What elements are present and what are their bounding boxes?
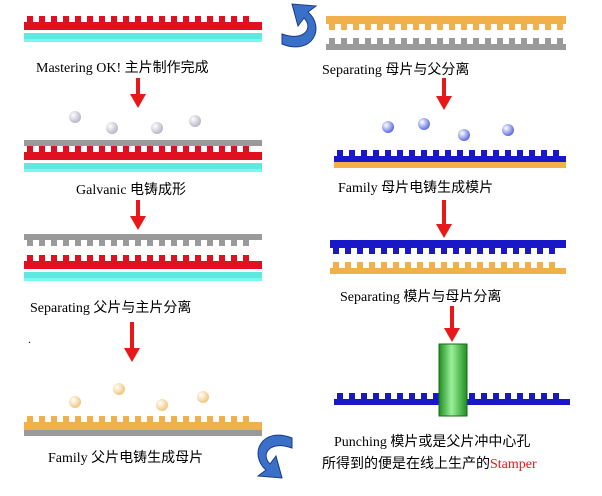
step-8-label-line1: Punching 模片或是父片冲中心孔 bbox=[334, 435, 531, 450]
metal-ion-2 bbox=[151, 122, 163, 134]
cycle-arrow-bottom bbox=[256, 434, 293, 479]
metal-ion-1 bbox=[106, 122, 118, 134]
master-red-layer-3 bbox=[24, 255, 262, 269]
mother-orange-layer-4 bbox=[24, 416, 262, 430]
arrow-5-head bbox=[436, 96, 452, 110]
blue-ion-1 bbox=[418, 118, 430, 130]
stray-mark: . bbox=[28, 332, 31, 346]
blue-ion-3 bbox=[502, 124, 514, 136]
orange-ion-0 bbox=[113, 383, 125, 395]
glass-substrate-1-bottom bbox=[24, 39, 262, 42]
glass-substrate-1-top bbox=[24, 30, 262, 33]
blue-ion-2 bbox=[458, 129, 470, 141]
arrow-3-head bbox=[124, 348, 140, 362]
father-gray-layer-2 bbox=[24, 140, 262, 146]
punch-tool bbox=[439, 344, 467, 416]
arrow-6-head bbox=[436, 224, 452, 238]
step-6-label: Family 母片电铸生成模片 bbox=[338, 181, 494, 196]
punch-tool-outline bbox=[438, 343, 468, 417]
glass-substrate-2-top bbox=[24, 160, 262, 163]
mother-orange-layer-7 bbox=[330, 262, 566, 274]
stamper-blue-layer-6 bbox=[334, 150, 566, 162]
glass-substrate-3 bbox=[24, 272, 262, 278]
glass-substrate-3-bottom bbox=[24, 278, 262, 281]
stamper-highlight: Stamper bbox=[490, 457, 537, 472]
step-8-label-line2: 所得到的便是在线上生产的Stamper bbox=[322, 457, 537, 472]
arrow-2-head bbox=[130, 216, 146, 230]
blue-ion-0 bbox=[382, 121, 394, 133]
metal-ion-0 bbox=[69, 111, 81, 123]
stamper-blue-layer-7 bbox=[330, 240, 566, 254]
glass-substrate-3-top bbox=[24, 269, 262, 272]
father-gray-layer-4 bbox=[24, 430, 262, 436]
step-2-label: Galvanic 电铸成形 bbox=[76, 183, 187, 198]
metal-ion-3 bbox=[189, 115, 201, 127]
cycle-arrow-top bbox=[281, 3, 318, 48]
arrow-7-head bbox=[444, 328, 460, 342]
arrow-1-head bbox=[130, 94, 146, 108]
step-3-label: Separating 父片与主片分离 bbox=[30, 301, 192, 316]
mother-orange-layer-5 bbox=[326, 16, 566, 30]
orange-ion-2 bbox=[197, 391, 209, 403]
step-4-label: Family 父片电铸生成母片 bbox=[48, 451, 204, 466]
father-gray-layer-3 bbox=[24, 234, 262, 246]
step-1-label: Mastering OK! 主片制作完成 bbox=[36, 61, 209, 76]
mother-orange-layer-6 bbox=[334, 162, 566, 168]
glass-substrate-1 bbox=[24, 33, 262, 39]
orange-ion-1 bbox=[156, 399, 168, 411]
master-red-layer-2 bbox=[24, 146, 262, 160]
glass-substrate-2-bottom bbox=[24, 169, 262, 172]
step-7-label: Separating 模片与母片分离 bbox=[340, 290, 502, 305]
orange-ion-3 bbox=[69, 396, 81, 408]
father-gray-layer-5 bbox=[326, 38, 566, 50]
glass-substrate-2 bbox=[24, 163, 262, 169]
step-5-label: Separating 母片与父分离 bbox=[322, 63, 470, 78]
master-red-layer bbox=[24, 16, 262, 30]
